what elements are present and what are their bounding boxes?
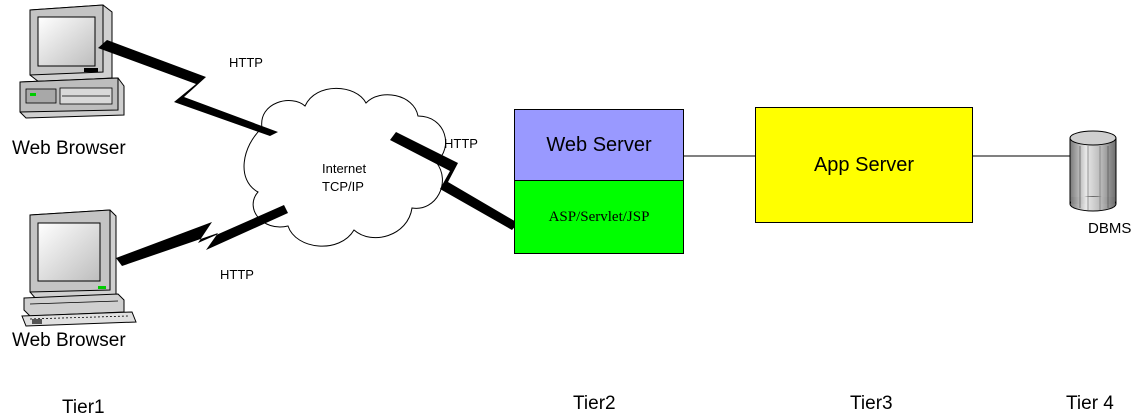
desktop-computer-icon xyxy=(19,4,125,119)
http-label-top-client: HTTP xyxy=(229,55,263,70)
http-label-bottom-client: HTTP xyxy=(220,267,254,282)
http-link-server xyxy=(390,132,518,230)
tier-label-2: Tier2 xyxy=(573,393,616,414)
client-top-label: Web Browser xyxy=(12,138,126,159)
web-layer-box: ASP/Servlet/JSP xyxy=(514,180,684,254)
database-cylinder-icon xyxy=(1069,130,1117,212)
client-bottom-label: Web Browser xyxy=(12,330,126,351)
tier-label-4: Tier 4 xyxy=(1066,393,1114,414)
web-layer-label: ASP/Servlet/JSP xyxy=(548,208,650,225)
app-server-label: App Server xyxy=(813,153,915,176)
tier-label-3: Tier3 xyxy=(850,393,893,414)
database-label: DBMS xyxy=(1088,220,1132,237)
web-server-label: Web Server xyxy=(546,133,652,156)
app-server-box: App Server xyxy=(755,107,973,223)
tier-label-1: Tier1 xyxy=(62,397,105,418)
web-server-box: Web Server xyxy=(514,109,684,181)
cloud-label-protocol: TCP/IP xyxy=(322,179,364,194)
cloud-label-internet: Internet xyxy=(322,161,367,176)
http-link-bottom-client xyxy=(116,205,288,266)
http-label-server: HTTP xyxy=(444,136,478,151)
workstation-computer-icon xyxy=(21,209,137,327)
http-link-top-client xyxy=(98,40,278,136)
